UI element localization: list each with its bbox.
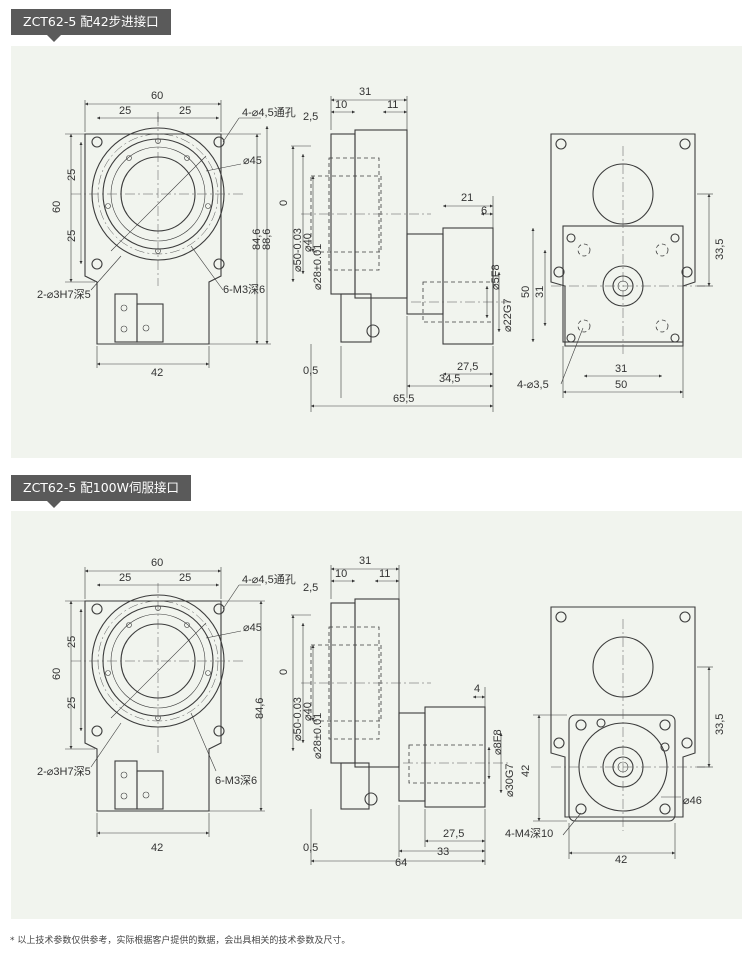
dim-width-50: 50 <box>615 379 627 391</box>
dim-dia50-2: ⌀50-0.03 <box>292 697 304 741</box>
front-view-2: 60 25 25 4-⌀4,5通孔 ⌀45 60 25 25 84,6 2-⌀3… <box>37 557 296 854</box>
dim-pilot-2: ⌀30G7 <box>504 763 516 797</box>
dim-33.5-2: 33,5 <box>714 714 726 735</box>
dim-bottom-42: 42 <box>151 367 163 379</box>
dim-height-42: 42 <box>520 765 532 777</box>
dim-31-2: 31 <box>359 555 371 567</box>
dim-0.5-2: 0,5 <box>303 842 318 854</box>
dim-11-2: 11 <box>379 568 390 580</box>
dim-dia50: ⌀50-0.03 <box>292 228 304 272</box>
dim-m3-threads-2: 6-M3深6 <box>215 774 257 787</box>
dim-dia45: ⌀45 <box>243 155 262 167</box>
dim-33.5: 33,5 <box>714 239 726 260</box>
dim-width-60-2: 60 <box>151 557 163 569</box>
dim-34.5: 34,5 <box>439 373 460 385</box>
side-view-2: 31 10 11 2,5 0 ⌀50-0.03 ⌀40 ⌀28±0.01 4 ⌀… <box>278 555 516 869</box>
dim-dia46: ⌀46 <box>683 795 702 807</box>
dim-33: 33 <box>437 846 449 858</box>
dim-shaft: ⌀5F8 <box>490 264 502 290</box>
section-title-1: ZCT62-5 配42步进接口 <box>11 9 171 42</box>
drawing-panel-1: 60 25 25 4-⌀4,5通孔 ⌀45 60 25 25 84,6 88,6… <box>11 46 742 458</box>
dim-10: 10 <box>335 99 347 111</box>
technical-drawing-stepper: 60 25 25 4-⌀4,5通孔 ⌀45 60 25 25 84,6 88,6… <box>37 86 726 412</box>
dim-height-31: 31 <box>534 286 546 298</box>
dim-25-right-2: 25 <box>179 572 191 584</box>
dim-holes-4-4.5-2: 4-⌀4,5通孔 <box>242 573 296 586</box>
front-view: 60 25 25 4-⌀4,5通孔 ⌀45 60 25 25 84,6 88,6… <box>37 90 296 379</box>
dim-11: 11 <box>387 99 398 111</box>
dim-27.5: 27,5 <box>457 361 478 373</box>
dim-pin-holes-2: 2-⌀3H7深5 <box>37 765 91 778</box>
section-title-2: ZCT62-5 配100W伺服接口 <box>11 475 191 508</box>
dim-25-top-2: 25 <box>66 636 78 648</box>
dim-width-60: 60 <box>151 90 163 102</box>
dim-2.5-2: 2,5 <box>303 582 318 594</box>
dim-holes-3.5: 4-⌀3,5 <box>517 379 549 391</box>
dim-width-42: 42 <box>615 854 627 866</box>
dim-pin-holes: 2-⌀3H7深5 <box>37 288 91 301</box>
dim-height-60-2: 60 <box>51 668 63 680</box>
back-view-2: 33,5 42 ⌀46 4-M4深10 42 <box>505 606 726 866</box>
dim-dia28-2: ⌀28±0.01 <box>312 713 324 759</box>
dim-dia45-2: ⌀45 <box>243 622 262 634</box>
dim-dia40: ⌀40 <box>302 233 314 252</box>
dim-25-bottom: 25 <box>66 230 78 242</box>
dim-0-2: 0 <box>278 669 290 675</box>
side-view: 31 10 11 2,5 0 ⌀50-0.03 ⌀40 ⌀28±0.01 21 … <box>278 86 514 412</box>
dim-25-left: 25 <box>119 105 131 117</box>
drawing-panel-2: 60 25 25 4-⌀4,5通孔 ⌀45 60 25 25 84,6 2-⌀3… <box>11 511 742 919</box>
dim-64: 64 <box>395 857 407 869</box>
dim-pilot: ⌀22G7 <box>502 298 514 332</box>
dim-6: 6 <box>481 205 487 217</box>
dim-holes-4-4.5: 4-⌀4,5通孔 <box>242 106 296 119</box>
dim-dia40-2: ⌀40 <box>302 702 314 721</box>
dim-88.6: 88,6 <box>261 229 273 250</box>
dim-0: 0 <box>278 200 290 206</box>
dim-25-left-2: 25 <box>119 572 131 584</box>
dim-width-31: 31 <box>615 363 627 375</box>
dim-25-top: 25 <box>66 169 78 181</box>
dim-84.6-2: 84,6 <box>254 698 266 719</box>
footnote: * 以上技术参数仅供参考，实际根据客户提供的数据，会出具相关的技术参数及尺寸。 <box>10 936 351 946</box>
dim-21: 21 <box>461 192 473 204</box>
back-view: 33,5 50 31 31 50 4-⌀3,5 <box>517 133 726 398</box>
dim-27.5-2: 27,5 <box>443 828 464 840</box>
dim-2.5: 2,5 <box>303 111 318 123</box>
dim-4: 4 <box>474 683 480 695</box>
dim-25-bottom-2: 25 <box>66 697 78 709</box>
dim-m3-threads: 6-M3深6 <box>223 283 265 296</box>
dim-height-50: 50 <box>520 286 532 298</box>
dim-height-60: 60 <box>51 201 63 213</box>
dim-10-2: 10 <box>335 568 347 580</box>
dim-dia28: ⌀28±0.01 <box>312 244 324 290</box>
dim-bottom-42-2: 42 <box>151 842 163 854</box>
dim-31: 31 <box>359 86 371 98</box>
technical-drawing-servo: 60 25 25 4-⌀4,5通孔 ⌀45 60 25 25 84,6 2-⌀3… <box>37 555 726 869</box>
dim-65.5: 65,5 <box>393 393 414 405</box>
dim-25-right: 25 <box>179 105 191 117</box>
dim-84.6: 84,6 <box>251 229 263 250</box>
dim-shaft-2: ⌀8F8 <box>492 729 504 755</box>
dim-holes-m4: 4-M4深10 <box>505 827 553 840</box>
dim-0.5: 0,5 <box>303 365 318 377</box>
